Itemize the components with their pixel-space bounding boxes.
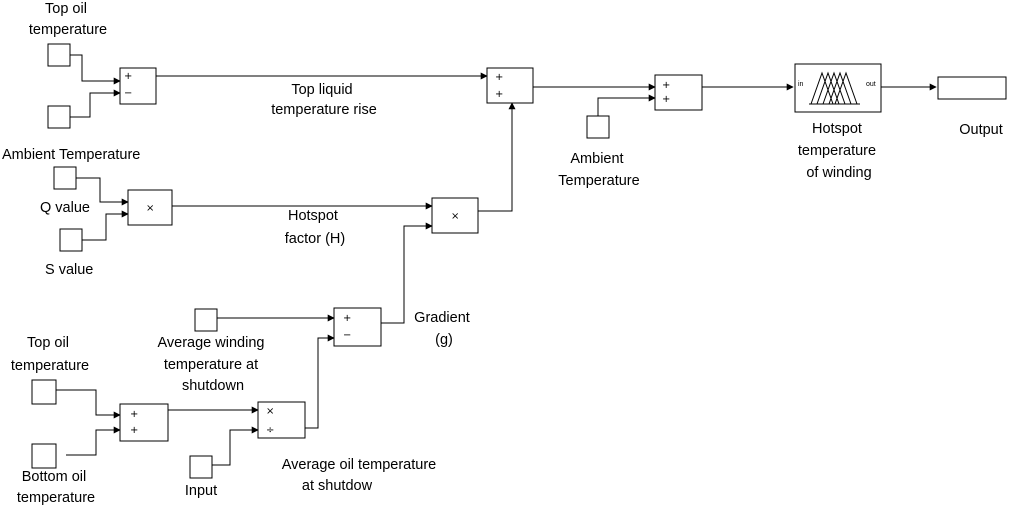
- sum2-sign-top: +: [495, 72, 503, 83]
- top-oil-temperature-input-2[interactable]: [31, 379, 57, 405]
- sum5-block[interactable]: + +: [119, 403, 169, 442]
- fuzzy-in-port-label: in: [798, 81, 804, 88]
- label-input: Input: [185, 483, 217, 499]
- label-average-oil-temperature: Average oil temperature at shutdow: [282, 457, 441, 494]
- label-q-value: Q value: [40, 200, 90, 216]
- prod2-sign: ×: [451, 211, 459, 222]
- input-constant[interactable]: [189, 455, 213, 479]
- output-display-block[interactable]: [937, 76, 1007, 100]
- wires: [56, 54, 937, 466]
- avg-winding-temperature-input[interactable]: [194, 308, 218, 332]
- sum3-block[interactable]: + +: [654, 74, 703, 111]
- sum3-sign-bottom: +: [662, 94, 670, 105]
- ambient-temperature-input-2[interactable]: [586, 115, 610, 139]
- wire-ambient2-to-sum3: [597, 94, 656, 116]
- label-top-liquid-temperature-rise: Top liquid temperature rise: [271, 82, 377, 118]
- wire-q-to-prod1: [76, 177, 129, 206]
- label-ambient-temperature-2: Ambient Temperature: [558, 151, 639, 189]
- wire-top-oil2-to-sum5: [56, 389, 121, 419]
- fuzzy-out-port-label: out: [866, 81, 876, 88]
- wire-top-oil-to-sum1: [70, 54, 121, 85]
- sum1-block[interactable]: + −: [119, 67, 157, 105]
- membership-functions-icon: [809, 71, 860, 105]
- sum4-sign-top: +: [343, 313, 351, 324]
- sum5-sign-top: +: [130, 409, 138, 420]
- divide-sign-bottom: ÷: [266, 425, 274, 436]
- sum4-sign-bottom: −: [343, 330, 351, 341]
- wire-prod2-to-sum2: [478, 102, 516, 212]
- s-value-input[interactable]: [59, 228, 83, 252]
- fuzzy-logic-block[interactable]: in out: [794, 63, 882, 113]
- q-value-input[interactable]: [53, 166, 77, 190]
- wire-input-to-div: [212, 426, 259, 466]
- prod1-sign: ×: [146, 203, 154, 214]
- sum2-sign-bottom: +: [495, 89, 503, 100]
- label-s-value: S value: [45, 262, 93, 278]
- label-gradient: Gradient (g): [414, 310, 474, 348]
- wire-s-to-prod1: [82, 210, 129, 241]
- sum4-block[interactable]: + −: [333, 307, 382, 347]
- divide-sign-top: ×: [266, 406, 274, 417]
- label-hotspot-factor: Hotspot factor (H): [285, 208, 345, 247]
- ambient-temperature-input-1[interactable]: [47, 105, 71, 129]
- prod2-block[interactable]: ×: [431, 197, 479, 234]
- sum3-sign-top: +: [662, 80, 670, 91]
- wire-sum4-to-prod2: [381, 222, 433, 324]
- divide-block[interactable]: × ÷: [257, 401, 306, 439]
- wire-div-to-sum4: [305, 334, 335, 429]
- sum2-block[interactable]: + +: [486, 67, 534, 104]
- label-ambient-temperature-1: Ambient Temperature: [2, 147, 140, 163]
- sum1-sign-bottom: −: [124, 88, 132, 99]
- sum1-sign-top: +: [124, 71, 132, 82]
- label-top-oil-temperature-1: Top oil temperature: [29, 1, 107, 38]
- top-oil-temperature-input-1[interactable]: [47, 43, 71, 67]
- label-hotspot-temperature-of-winding: Hotspot temperature of winding: [798, 121, 880, 181]
- label-bottom-oil-temperature: Bottom oil temperature: [17, 469, 95, 506]
- label-average-winding-temperature: Average winding temperature at shutdown: [158, 335, 269, 394]
- label-output: Output: [959, 122, 1003, 138]
- wire-ambient-to-sum1: [70, 89, 121, 118]
- prod1-block[interactable]: ×: [127, 189, 173, 226]
- label-top-oil-temperature-2: Top oil temperature: [11, 335, 89, 374]
- bottom-oil-temperature-input[interactable]: [31, 443, 57, 469]
- wire-bottom-oil-to-sum5: [66, 426, 121, 456]
- sum5-sign-bottom: +: [130, 425, 138, 436]
